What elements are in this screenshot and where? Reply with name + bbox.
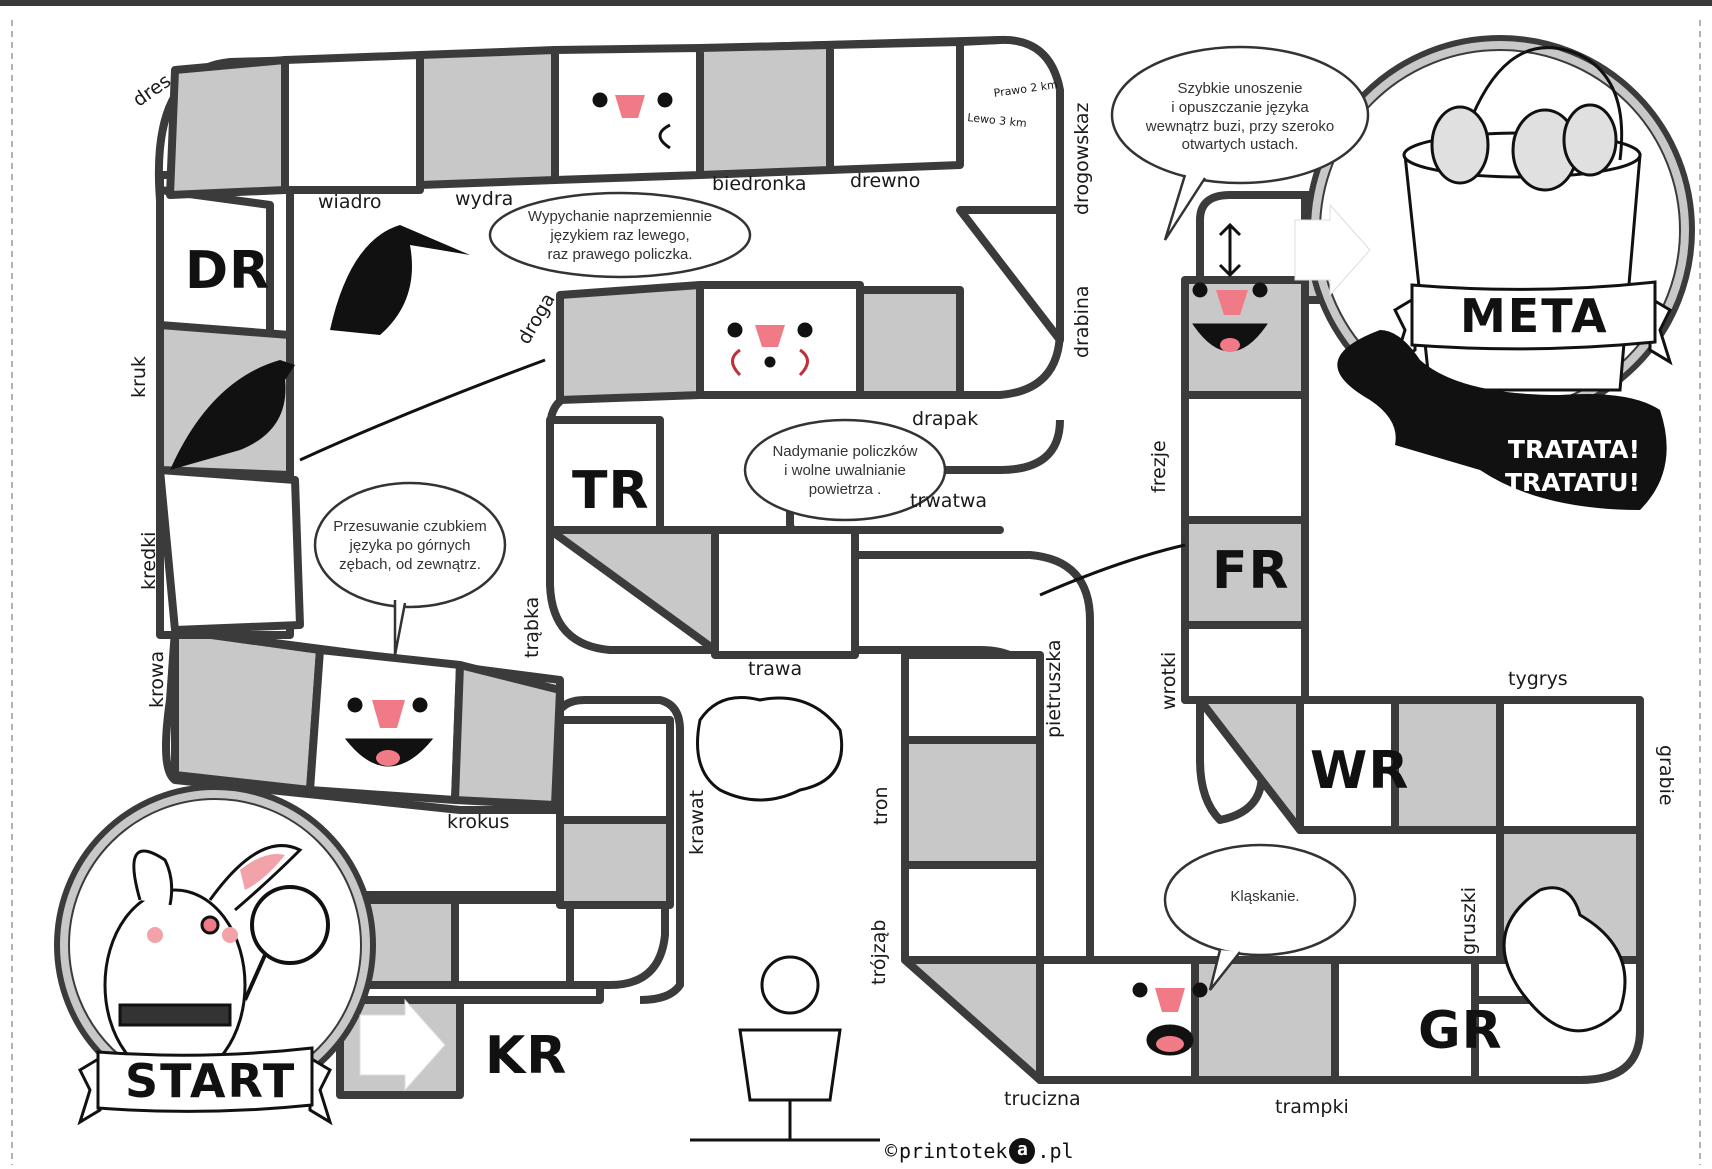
pear-icon [1502, 886, 1627, 1033]
face-icon [344, 697, 434, 767]
magnifier-icon [243, 885, 330, 1001]
footer-prefix: printotek [899, 1139, 1008, 1163]
meta-banner [1392, 280, 1673, 366]
start-banner [77, 1046, 333, 1126]
footer-credit: © printotek a .pl [885, 1138, 1074, 1164]
copyright-sign: © [885, 1139, 898, 1163]
face-icon [1132, 982, 1208, 1056]
track [154, 35, 1644, 1099]
rabbit-icon [103, 844, 303, 1082]
speech-bubble [313, 45, 1370, 991]
arrow-right-icon [1294, 203, 1371, 297]
footer-at: a [1009, 1138, 1036, 1164]
shout-bubble [1337, 330, 1667, 510]
face-icon [727, 322, 813, 377]
face-icon [1192, 222, 1268, 352]
face-icon [572, 62, 692, 167]
window-top-bar [0, 0, 1712, 6]
footer-suffix: .pl [1037, 1139, 1074, 1163]
crow-icon [170, 225, 470, 470]
arrow-right-icon [359, 998, 446, 1092]
